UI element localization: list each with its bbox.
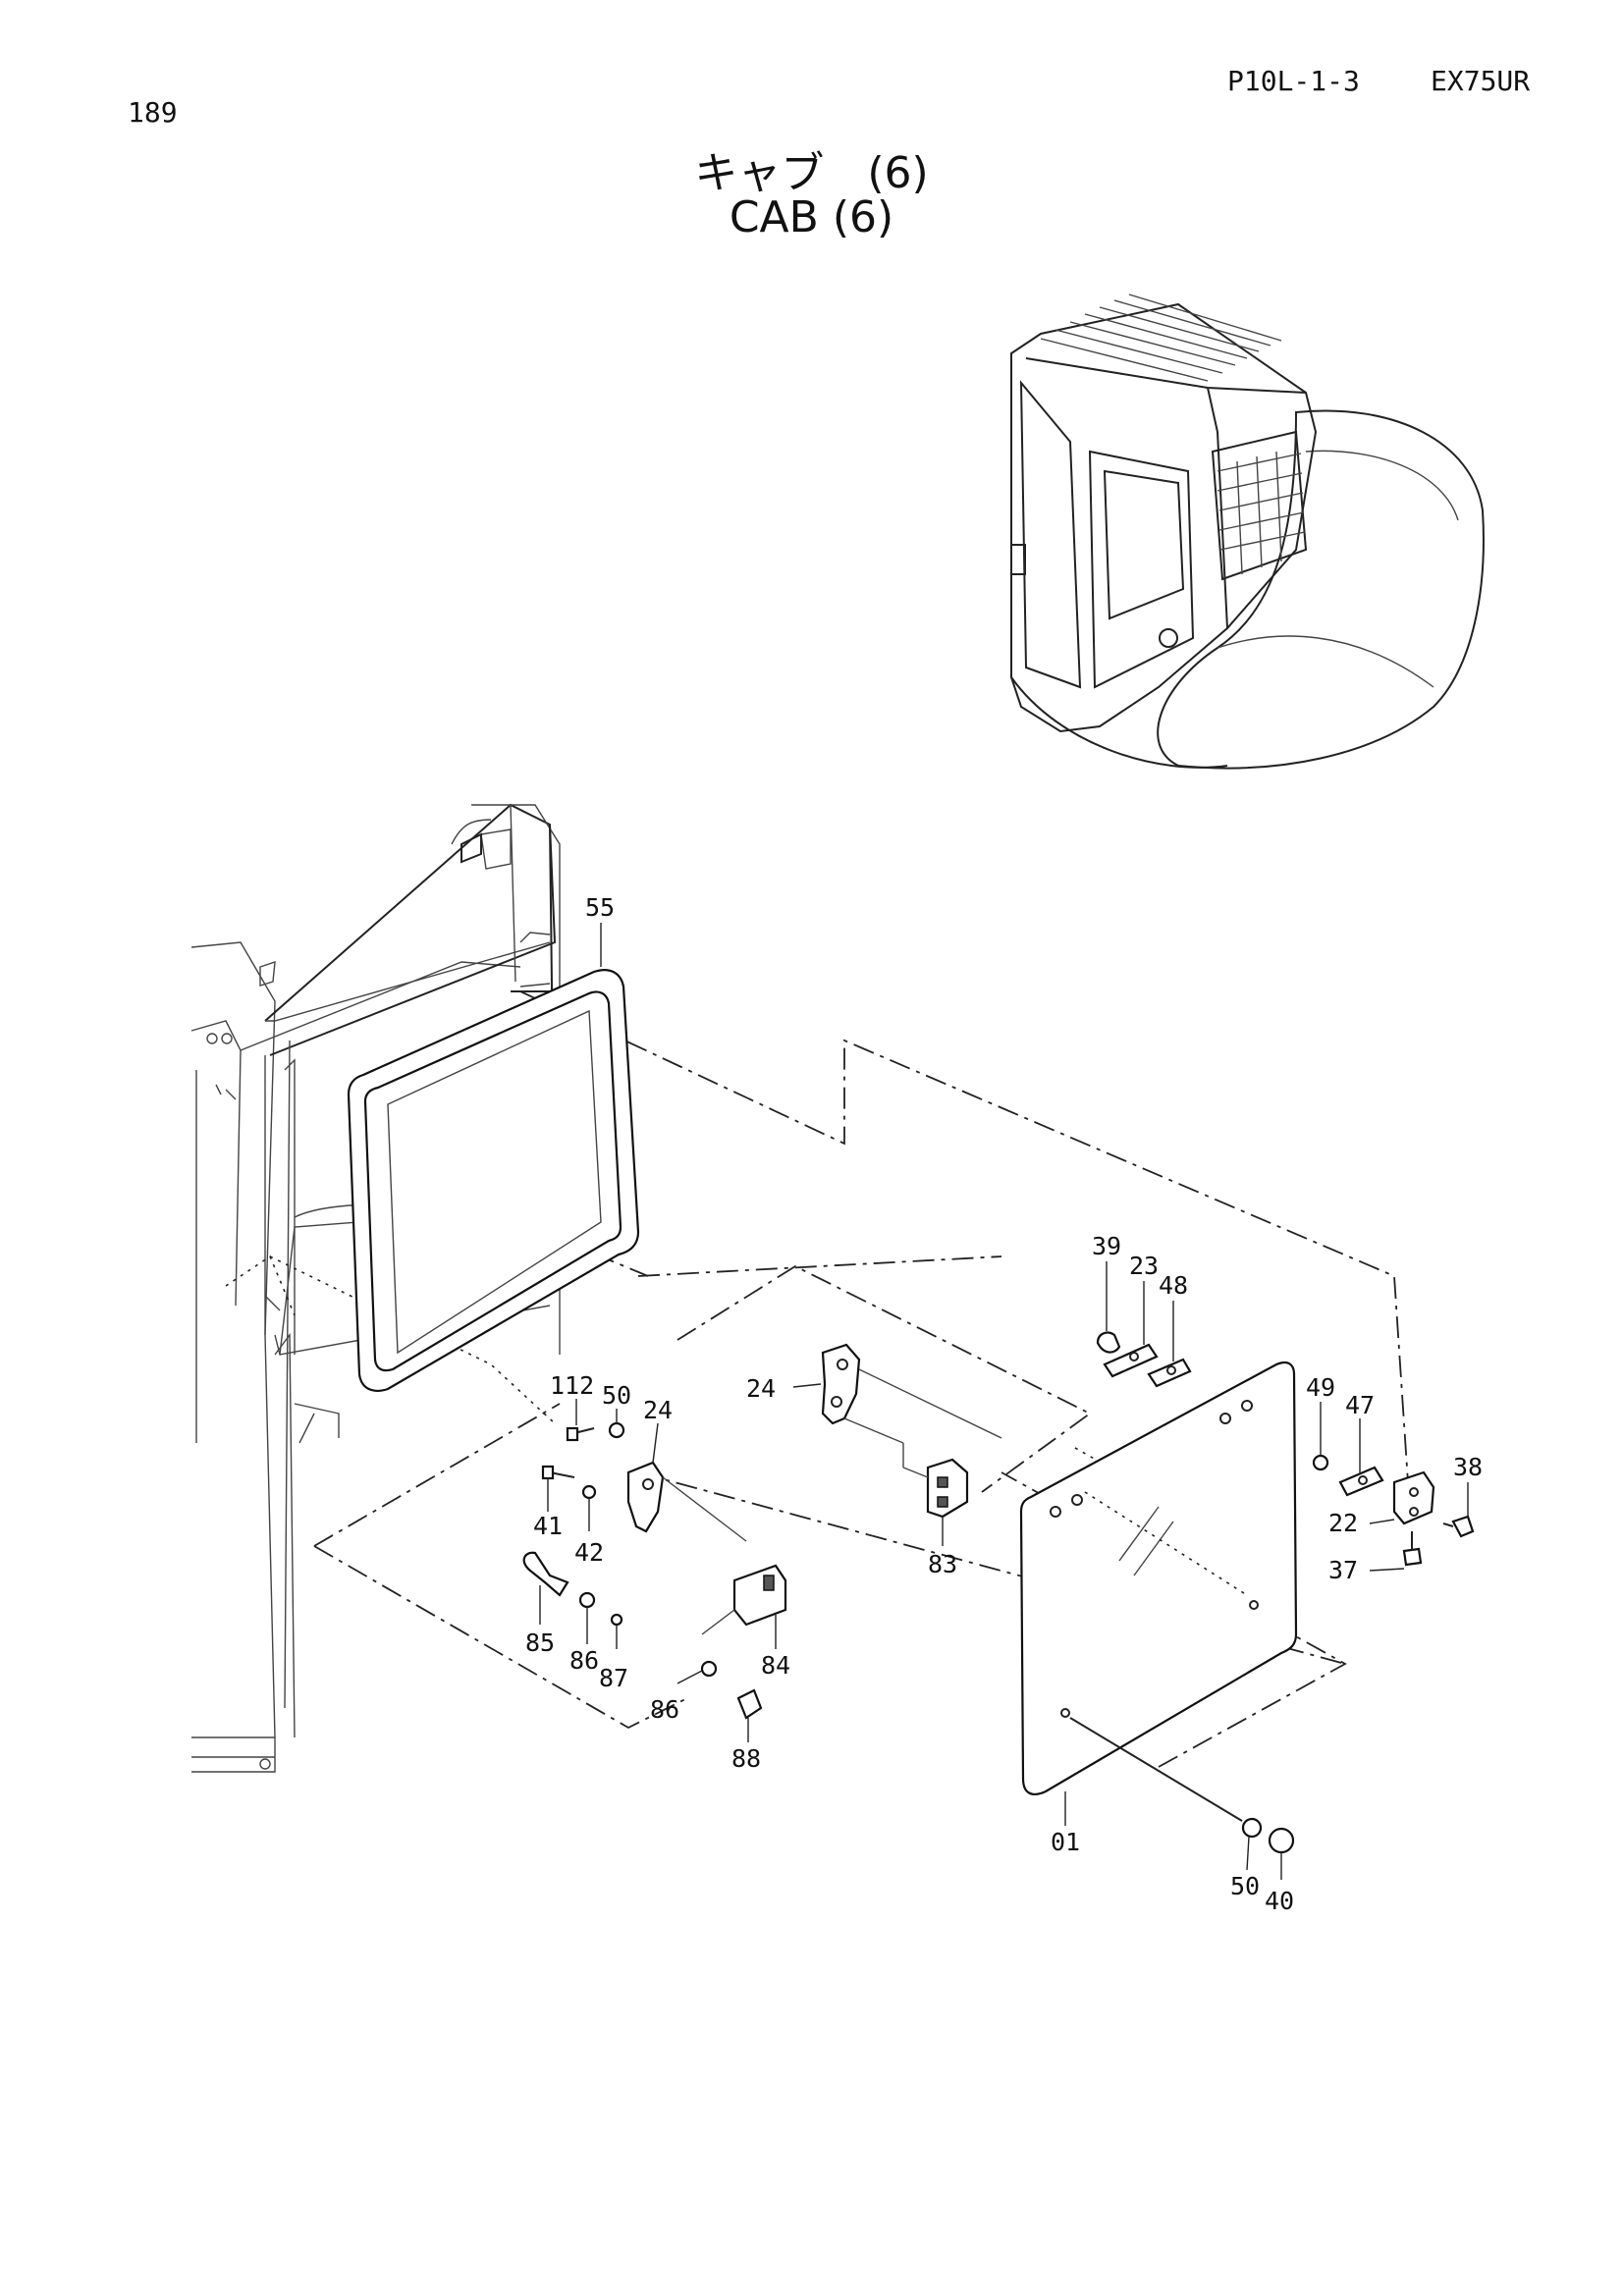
callout-37: 37 (1328, 1556, 1358, 1584)
latch-parts (522, 1331, 1475, 1854)
callout-112: 112 (550, 1371, 594, 1400)
page-title-english: CAB (6) (729, 192, 894, 242)
callout-01: 01 (1051, 1828, 1080, 1856)
callout-48: 48 (1159, 1271, 1188, 1300)
callout-22: 22 (1328, 1509, 1358, 1537)
callout-87: 87 (599, 1664, 628, 1692)
callout-42: 42 (574, 1538, 604, 1567)
callout-47: 47 (1345, 1391, 1375, 1419)
callout-55: 55 (585, 893, 615, 922)
callout-23: 23 (1129, 1252, 1159, 1280)
callout-40: 40 (1265, 1887, 1294, 1915)
reference-code: P10L-1-3 (1227, 65, 1360, 97)
callout-41: 41 (533, 1512, 563, 1540)
window-seal-part-55 (347, 969, 640, 1392)
callout-labels: 55 39 23 48 112 50 24 24 49 47 38 41 42 … (525, 893, 1483, 1915)
callout-85: 85 (525, 1629, 555, 1657)
callout-88: 88 (731, 1744, 761, 1773)
model-name: EX75UR (1431, 65, 1531, 97)
callout-49: 49 (1306, 1373, 1335, 1402)
callout-83: 83 (928, 1550, 957, 1578)
callout-39: 39 (1092, 1232, 1121, 1260)
page-title-japanese: キャブ (6) (694, 148, 929, 198)
callout-24-upper: 24 (746, 1374, 776, 1403)
callout-86-left: 86 (569, 1646, 599, 1675)
callout-50-upper: 50 (602, 1381, 631, 1410)
callout-50-lower: 50 (1230, 1872, 1260, 1900)
callout-leaders (539, 923, 1469, 1880)
callout-38: 38 (1453, 1453, 1483, 1481)
callout-24-lower: 24 (643, 1396, 673, 1424)
page-number: 189 (128, 96, 178, 129)
window-glass-part-01 (1019, 1361, 1298, 1822)
callout-86-right: 86 (650, 1695, 679, 1724)
machine-overview-illustration (1010, 294, 1485, 770)
callout-84: 84 (761, 1651, 790, 1680)
